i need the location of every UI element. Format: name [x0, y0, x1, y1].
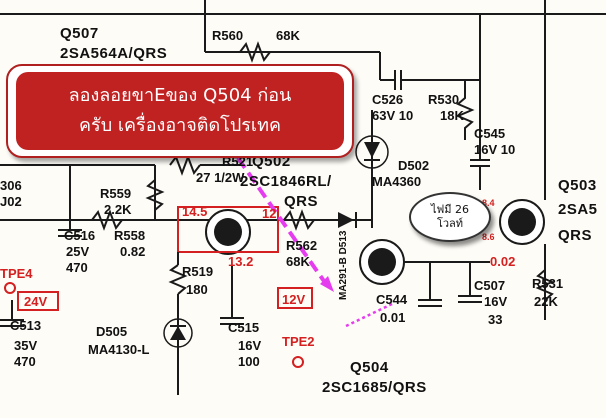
- tpe2-label: TPE2: [282, 334, 315, 349]
- d505-outline: [163, 318, 193, 348]
- warning-callout: ลองลอยขาEของ Q504 ก่อน ครับ เครื่องอาจติ…: [6, 64, 354, 158]
- warning-callout-body: ลองลอยขาEของ Q504 ก่อน ครับ เครื่องอาจติ…: [16, 72, 344, 150]
- q504-name: Q504: [350, 359, 389, 376]
- q502-suffix: QRS: [284, 193, 318, 210]
- pointer-arrow-head: [320, 276, 334, 292]
- c515-value2: 100: [238, 354, 260, 369]
- q502-part: 2SC1846RL/: [240, 173, 332, 190]
- r559-symbol: [91, 209, 123, 231]
- d513-symbol: [338, 212, 354, 228]
- left-fragment-1: 306: [0, 178, 22, 193]
- r521-symbol: [169, 154, 201, 176]
- r558-value: 0.82: [120, 244, 145, 259]
- c516-name: C516: [64, 228, 95, 243]
- d502-symbol: [364, 142, 380, 158]
- left-fragment-2: J02: [0, 194, 22, 209]
- c544-name: C544: [376, 292, 408, 307]
- r559-name: R559: [100, 186, 131, 201]
- r560-name: R560: [212, 28, 243, 43]
- voltage-13-2: 13.2: [228, 254, 253, 269]
- v12-label: 12V: [282, 292, 305, 307]
- r531-value: 22K: [534, 294, 558, 309]
- d502-part: MA4360: [372, 174, 421, 189]
- r519-value: 180: [186, 282, 208, 297]
- voltage-bubble: ไฟมี 26 โวลท์: [409, 192, 491, 242]
- d513-label: MA291-B D513: [338, 230, 349, 300]
- voltage-8-6: 8.6: [482, 232, 495, 242]
- q503-core: [508, 208, 536, 236]
- r562-symbol: [283, 209, 315, 231]
- c507-name: C507: [474, 278, 505, 293]
- voltage-0-02: 0.02: [490, 254, 515, 269]
- q507-name: Q507: [60, 25, 99, 42]
- q503-name: Q503: [558, 177, 597, 194]
- q502-core: [214, 218, 242, 246]
- r530-symbol: [455, 80, 475, 140]
- v24-label: 24V: [24, 294, 47, 309]
- c526-value: 63V 10: [372, 108, 413, 123]
- r530-name: R530: [428, 92, 459, 107]
- callout-line-1: ลองลอยขาEของ Q504 ก่อน: [68, 85, 292, 106]
- r562-name: R562: [286, 238, 317, 253]
- voltage-12: 12: [262, 206, 276, 221]
- emitter-marker: [345, 302, 393, 328]
- c507-value1: 16V: [484, 294, 507, 309]
- r521-value: 27 1/2W: [196, 170, 245, 185]
- r558-symbol: [145, 179, 165, 211]
- bubble-line-2: โวลท์: [436, 217, 464, 230]
- r519-symbol: [168, 264, 188, 295]
- c545-value: 16V 10: [474, 142, 515, 157]
- q504-core: [368, 248, 396, 276]
- r562-value: 68K: [286, 254, 310, 269]
- r558-name: R558: [114, 228, 145, 243]
- r530-value: 18K: [440, 108, 464, 123]
- q503-suffix: QRS: [558, 227, 592, 244]
- d502-name: D502: [398, 158, 429, 173]
- v12-box: [277, 287, 313, 309]
- c507-value2: 33: [488, 312, 502, 327]
- c516-value1: 25V: [66, 244, 89, 259]
- r531-name: R531: [532, 276, 563, 291]
- bubble-line-1: ไฟมี 26: [430, 203, 470, 216]
- q502-red-box: [177, 206, 279, 253]
- d502-outline: [355, 135, 389, 169]
- c544-value: 0.01: [380, 310, 405, 325]
- voltage-8-4: 8.4: [482, 198, 495, 208]
- r560-symbol: [239, 41, 271, 63]
- d505-symbol: [170, 326, 186, 340]
- tpe4-label: TPE4: [0, 266, 33, 281]
- r519-name: R519: [182, 264, 213, 279]
- voltage-14-5: 14.5: [182, 204, 207, 219]
- tpe2-point: [292, 356, 304, 368]
- d505-name: D505: [96, 324, 127, 339]
- c513-name: C513: [10, 318, 41, 333]
- c526-name: C526: [372, 92, 403, 107]
- c515-value1: 16V: [238, 338, 261, 353]
- q504-part: 2SC1685/QRS: [322, 379, 427, 396]
- callout-line-2: ครับ เครื่องอาจติดโปรเทค: [79, 115, 281, 136]
- tpe4-point: [4, 282, 16, 294]
- r559-value: 2.2K: [104, 202, 132, 217]
- c516-value2: 470: [66, 260, 88, 275]
- pointer-arrow: [236, 156, 328, 286]
- r531-symbol: [535, 269, 555, 301]
- c513-value2: 470: [14, 354, 36, 369]
- c545-name: C545: [474, 126, 505, 141]
- q503-part: 2SA5: [558, 201, 598, 218]
- c515-name: C515: [228, 320, 259, 335]
- d505-part: MA4130-L: [88, 342, 149, 357]
- v24-box: [17, 291, 59, 311]
- r560-value: 68K: [276, 28, 300, 43]
- q507-part: 2SA564A/QRS: [60, 45, 167, 62]
- c513-value1: 35V: [14, 338, 37, 353]
